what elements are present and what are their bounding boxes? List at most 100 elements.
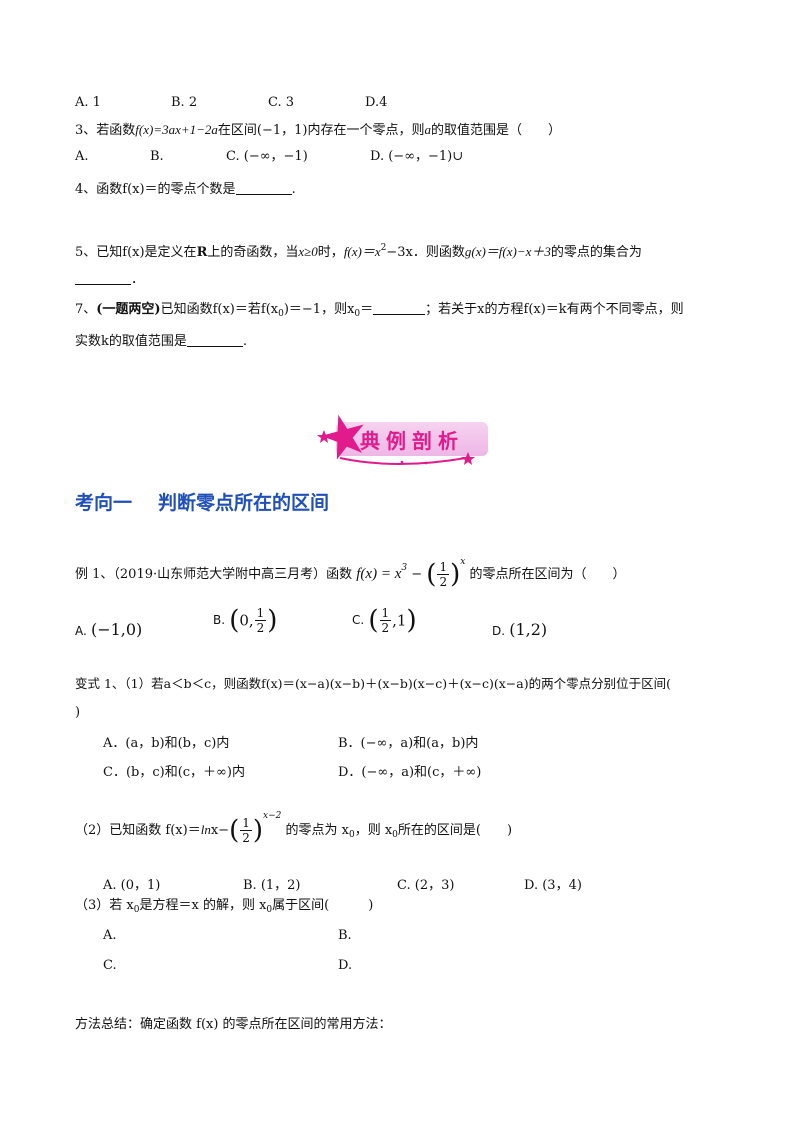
var1-option-c: C．(b，c)和(c，＋∞)内 (103, 765, 245, 780)
var3-option-d: D. (338, 958, 353, 973)
ex1-option-c-right: ,1 (392, 611, 407, 630)
ex1-tail: 的零点所在区间为（ ） (469, 567, 626, 582)
q5-answer-blank[interactable] (75, 284, 131, 285)
var2-option-c: C. (2，3) (397, 878, 455, 893)
q3-variable: a (424, 122, 432, 137)
ex1-option-b-den: 2 (256, 621, 265, 635)
question-5: 5、已知f(x)是定义在R上的奇函数，当x≥0时，f(x)＝x2−3x．则函数g… (75, 239, 642, 262)
prev-option-a: A. 1 (75, 95, 101, 110)
var3-mid: 是方程＝x 的解，则 x (139, 898, 267, 913)
var3-option-a: A. (103, 928, 117, 943)
star-decoration-icon (317, 414, 475, 465)
section-title: 判断零点所在的区间 (158, 492, 330, 514)
q3-function: f(x)=3ax+1−2a (135, 122, 218, 137)
q7-part-4: ＝ (360, 302, 374, 317)
ex1-right-paren: ) (450, 559, 461, 590)
ex1-option-d-value: (1,2) (509, 620, 548, 639)
var2-post-3: 所在的区间是( ) (397, 823, 513, 838)
q7-sub-0: 0 (278, 309, 284, 319)
banner-title: 典例剖析 (360, 429, 464, 453)
var2-den: 2 (242, 831, 250, 845)
q7-part-2: 若f(x (247, 302, 279, 317)
ex1-option-b-left: 0, (239, 611, 254, 630)
q7-answer-blank-2[interactable] (186, 346, 243, 347)
q5-square: 2 (380, 243, 387, 253)
var3-option-c: C. (103, 958, 117, 973)
ex1-label: 例 1、（2019·山东师范大学附中高三月考）函数 (75, 567, 353, 582)
ex1-option-d-label: D. (492, 624, 506, 638)
ex1-left-paren: ( (426, 559, 437, 590)
var2-sub: 0 (348, 830, 355, 840)
q7-number: 7、 (75, 302, 97, 317)
prev-option-d: D.4 (365, 95, 388, 110)
question-4: 4、函数f(x)＝的零点个数是. (75, 181, 296, 199)
q4-tail: . (291, 182, 296, 197)
var2-post-2: ，则 x (354, 823, 393, 838)
var1-option-b: B．(−∞，a)和(a，b)内 (338, 736, 479, 751)
q5-fx: f(x)＝x (343, 244, 381, 259)
banner-background (336, 422, 488, 456)
var1-option-a: A．(a，b)和(b，c)内 (103, 736, 230, 751)
var2-ln: ln (200, 822, 211, 837)
ex1-minus: − (407, 567, 427, 582)
q3-option-c: C. (−∞，−1) (226, 149, 308, 164)
q5-part-3: 时， (317, 245, 344, 260)
q5-part-4: −3x．则函数 (386, 245, 465, 260)
var2-option-d: D. (3，4) (524, 878, 582, 893)
var2-post-1: 的零点为 x (285, 823, 349, 838)
q5-part-2: 上的奇函数，当 (207, 245, 299, 260)
ex1-function-lhs: f(x) = x (356, 566, 402, 582)
var1-option-d: D．(−∞，a)和(c，＋∞) (338, 765, 482, 780)
q5-tail: ． (131, 272, 145, 287)
ex1-half-num: 1 (437, 560, 450, 575)
q7-answer-blank-1[interactable] (373, 314, 426, 315)
q5-gx: g(x)＝f(x)−x＋3 (464, 244, 551, 259)
q3-text-2: 的取值范围是（ ） (431, 123, 562, 138)
q4-answer-blank[interactable] (235, 194, 292, 195)
ex1-exp-x: x (460, 557, 466, 567)
var3-sub: 0 (133, 905, 140, 915)
q3-number: 3、若函数 (75, 123, 136, 138)
section-prefix: 考向一 (75, 492, 133, 514)
var2-pre: （2）已知函数 f(x)＝ (75, 823, 201, 838)
q5-real-set: R (196, 245, 208, 260)
variant-1-part-1: 变式 1、（1）若a＜b＜c，则函数f(x)＝(x−a)(x−b)＋(x−b)(… (75, 676, 671, 691)
ex1-option-c-den: 2 (381, 621, 390, 635)
question-5-line-2: ． (75, 271, 144, 289)
var3-post: 属于区间( ) (272, 898, 374, 913)
ex1-option-a-label: A. (75, 624, 87, 638)
ex1-option-b-num: 1 (254, 606, 267, 621)
var2-x: x− (210, 823, 230, 838)
q7-sub-0-b: 0 (354, 309, 361, 319)
q7-part-1: 已知函数f(x)＝ (160, 302, 248, 317)
ex1-half-den: 2 (439, 575, 448, 589)
ex1-option-c-label: C. (352, 613, 365, 627)
q3-option-b: B. (150, 149, 164, 164)
var2-exp: x−2 (263, 811, 282, 821)
variant-1-part-1-close: ) (75, 705, 81, 720)
ex1-option-b-label: B. (213, 613, 226, 627)
variant-1-part-3: （3）若 x0是方程＝x 的解，则 x0属于区间( ) (75, 897, 373, 919)
ex1-option-c-num: 1 (379, 606, 392, 621)
q3-option-d: D. (−∞，−1)∪ (370, 149, 464, 164)
var2-option-b: B. (1，2) (243, 878, 301, 893)
var2-num: 1 (240, 816, 252, 831)
method-summary: 方法总结：确定函数 f(x) 的零点所在区间的常用方法： (75, 1017, 392, 1032)
q5-condition: x≥0 (298, 244, 318, 259)
section-banner: 典例剖析 (316, 412, 492, 468)
ex1-option-d: D. (1,2) (492, 618, 547, 644)
var2-sub-b: 0 (392, 830, 398, 840)
q7-tag: (一题两空) (96, 302, 161, 317)
ex1-option-a-value: (−1,0) (90, 620, 143, 639)
question-3: 3、若函数f(x)=3ax+1−2a在区间(−1，1)内存在一个零点，则a的取值… (75, 121, 561, 140)
q7-line-2-text: 实数k的取值范围是 (75, 334, 187, 349)
q3-option-a: A. (75, 149, 89, 164)
q3-text-1: 在区间(−1，1)内存在一个零点，则 (217, 123, 425, 138)
var3-pre: （3）若 x (75, 898, 134, 913)
